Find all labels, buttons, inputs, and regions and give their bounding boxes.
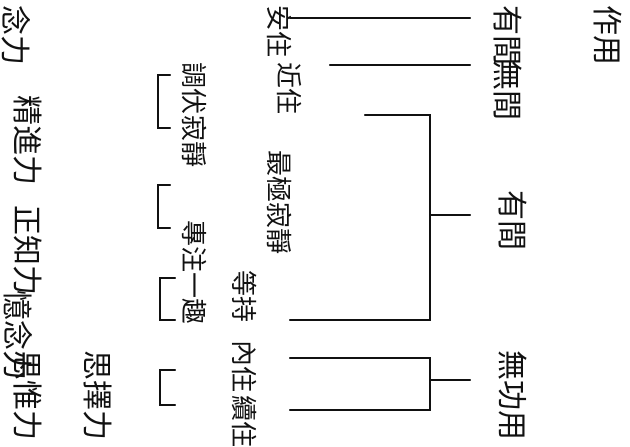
- stage-8: 內住: [227, 340, 257, 393]
- result-5: 無功用: [493, 350, 528, 440]
- stage-4: 寂靜: [177, 115, 207, 168]
- bracket-line: [289, 357, 431, 411]
- bracket-line: [289, 114, 431, 321]
- bracket-line: [159, 369, 176, 406]
- stage-5: 最極寂靜: [262, 150, 292, 255]
- stage-6: 專注一趣: [177, 220, 207, 325]
- stage-1: 安住: [262, 5, 292, 58]
- bracket-line: [157, 184, 171, 229]
- label-shojinriki: 精進力: [8, 95, 43, 185]
- label-shiryoku: 正知力: [8, 205, 43, 295]
- result-1: 作用: [588, 5, 623, 65]
- stage-7: 等持: [227, 270, 257, 323]
- label-shiyuiriki: 思惟力: [8, 350, 43, 440]
- bracket-line: [157, 74, 171, 129]
- result-3: 無間: [488, 60, 523, 120]
- label-nenriki: 念力: [0, 5, 31, 65]
- stage-9: 續住: [227, 395, 257, 447]
- result-2: 有間: [488, 5, 523, 65]
- stage-3: 調伏: [177, 62, 207, 115]
- bracket-line: [159, 277, 176, 321]
- stage-2: 近住: [272, 62, 302, 115]
- result-4: 有間: [493, 190, 528, 250]
- label-shitakuriki: 思擇力: [78, 350, 113, 440]
